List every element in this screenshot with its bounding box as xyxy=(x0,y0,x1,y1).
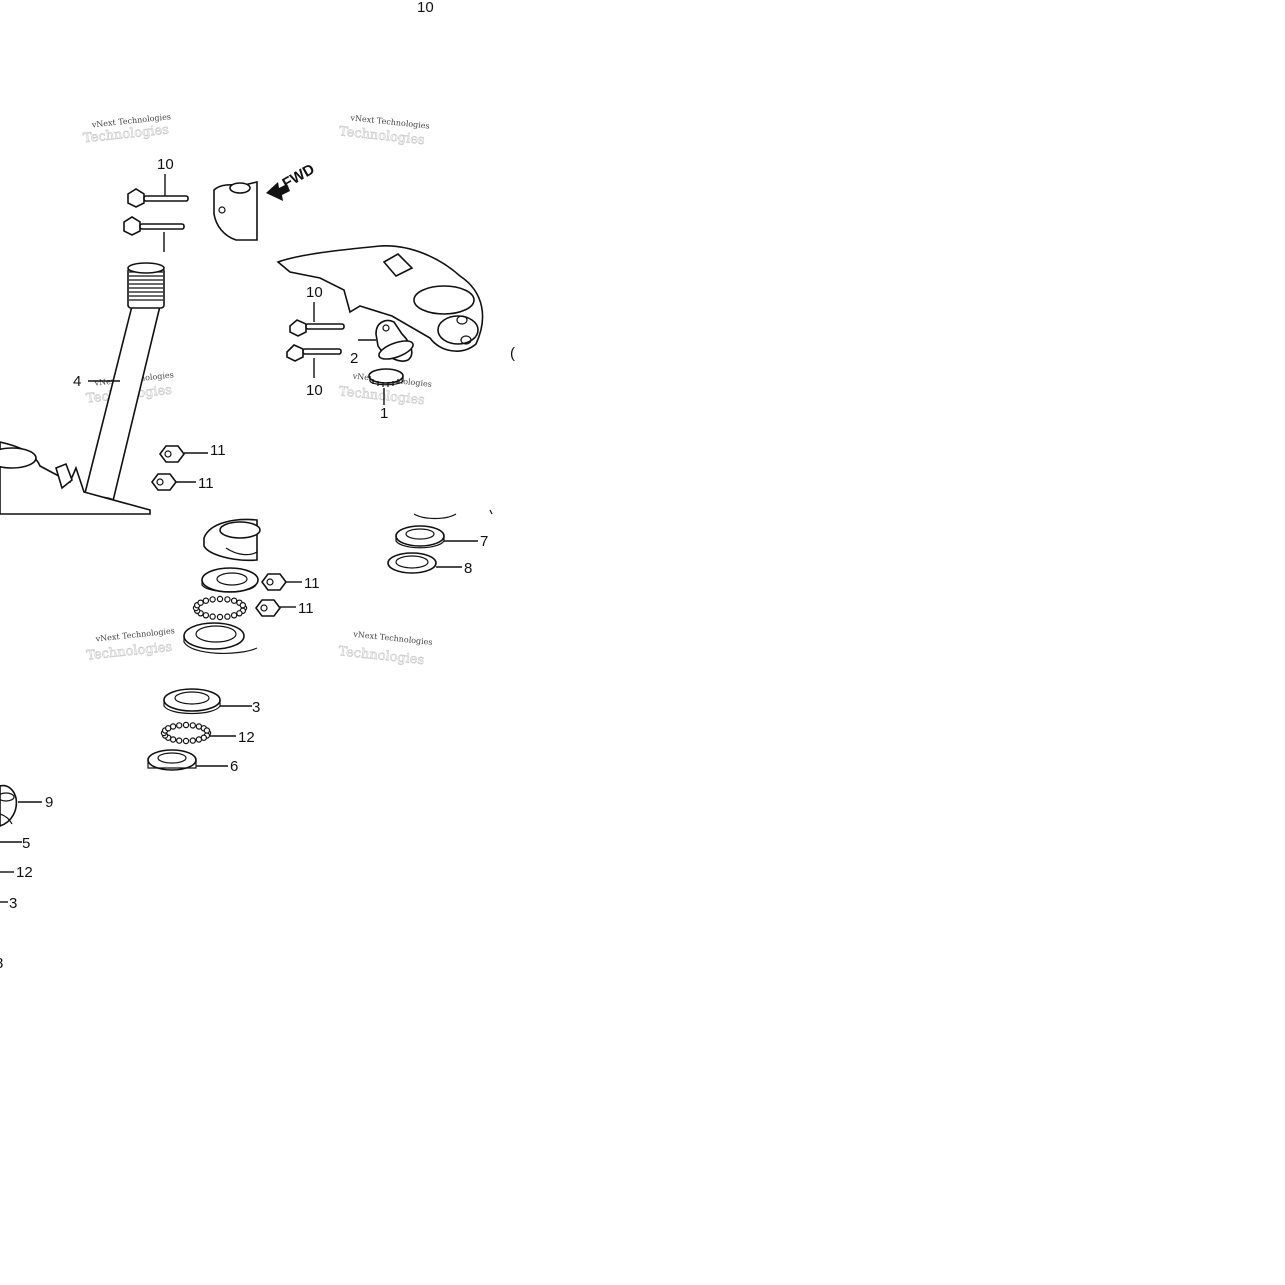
callout-washer-7: 7 xyxy=(480,533,488,550)
lower-bracket-partial xyxy=(0,441,151,515)
callout-top-10: 10 xyxy=(417,0,434,16)
race-lower-mid xyxy=(183,622,258,654)
bearing-ball xyxy=(209,596,216,603)
fwd-label: FWD xyxy=(280,161,318,193)
bearing-ball xyxy=(230,612,238,619)
race-3-mid xyxy=(163,688,221,715)
callout-race-3-low: 3 xyxy=(9,895,17,912)
bearing-ball xyxy=(202,612,210,619)
handle-lock-bracket xyxy=(375,319,414,362)
callout-nut-11d: 11 xyxy=(298,600,314,617)
bearing-ball xyxy=(209,613,216,620)
bearing-ball xyxy=(224,596,231,603)
callout-balls-12-mid: 12 xyxy=(238,729,255,746)
bearing-ball xyxy=(195,736,203,743)
part-edge-stub xyxy=(489,509,493,515)
callout-ring-1: 1 xyxy=(380,405,388,422)
bearing-ball xyxy=(175,722,183,729)
bearing-ball xyxy=(230,597,238,604)
watermark-2: Technologies vNext Technologies xyxy=(338,113,430,148)
bearing-ball xyxy=(239,602,246,609)
nut-11d xyxy=(255,599,281,617)
callout-stem-4: 4 xyxy=(73,373,81,390)
svg-text:Technologies: Technologies xyxy=(338,644,425,668)
callout-nut-11c: 11 xyxy=(304,575,320,592)
callout-race-3-mid: 3 xyxy=(252,699,260,716)
bearing-ball xyxy=(182,737,190,745)
bearing-ball xyxy=(236,610,243,617)
callout-partial-right: ( xyxy=(510,345,515,362)
washer-7 xyxy=(395,525,445,549)
callout-nut-11b: 11 xyxy=(198,475,214,492)
watermark-6: Technologies vNext Technologies xyxy=(337,630,433,669)
bearing-ball xyxy=(197,599,204,606)
bearing-ball xyxy=(203,727,211,734)
bearing-ball xyxy=(216,613,224,621)
race-upper-mid xyxy=(201,567,259,593)
bolt-right-upper xyxy=(289,319,345,337)
cone-6 xyxy=(147,749,197,771)
adjust-ring xyxy=(368,368,404,387)
callout-nut-11a: 11 xyxy=(210,442,226,459)
bearing-ball xyxy=(202,597,210,604)
bearing-ball xyxy=(175,737,183,744)
top-bracket-partial xyxy=(213,180,258,241)
bolt-right-lower xyxy=(286,344,342,362)
bearing-ball xyxy=(169,723,177,730)
bearing-ball xyxy=(189,737,196,744)
callout-race-5: 5 xyxy=(22,835,30,852)
callout-bracket-2: 2 xyxy=(350,350,358,367)
part-edge-top xyxy=(413,513,457,520)
upper-cone-partial xyxy=(203,518,261,562)
cap-9-partial xyxy=(0,784,18,827)
callout-cap-9: 9 xyxy=(45,794,53,811)
bearing-ball xyxy=(182,721,190,729)
bearing-ball xyxy=(189,722,196,729)
ball-ring-12-mid xyxy=(160,721,212,745)
callout-partial-8: 8 xyxy=(0,955,3,972)
nut-11b xyxy=(151,473,177,491)
watermark-5: Technologies vNext Technologies xyxy=(85,626,175,664)
nut-11c xyxy=(261,573,287,591)
washer-8 xyxy=(387,552,437,574)
fwd-arrow: FWD xyxy=(266,161,318,201)
callout-washer-8: 8 xyxy=(464,560,472,577)
ball-ring-upper xyxy=(192,595,248,621)
nut-11a xyxy=(159,445,185,463)
svg-text:vNext Technologies: vNext Technologies xyxy=(352,630,433,647)
fork-bracket xyxy=(276,245,484,352)
bolt-upper-1 xyxy=(127,188,189,208)
bearing-ball xyxy=(216,595,224,603)
callout-cone-6: 6 xyxy=(230,758,238,775)
callout-bolt-10: 10 xyxy=(157,156,174,173)
callout-balls-12-low: 12 xyxy=(16,864,33,881)
bearing-ball xyxy=(224,613,231,620)
callout-bolt-10c: 10 xyxy=(306,284,323,301)
bolt-upper-2 xyxy=(123,216,185,236)
callout-bolt-10d: 10 xyxy=(306,382,323,399)
watermark-1: Technologies vNext Technologies xyxy=(82,112,171,147)
